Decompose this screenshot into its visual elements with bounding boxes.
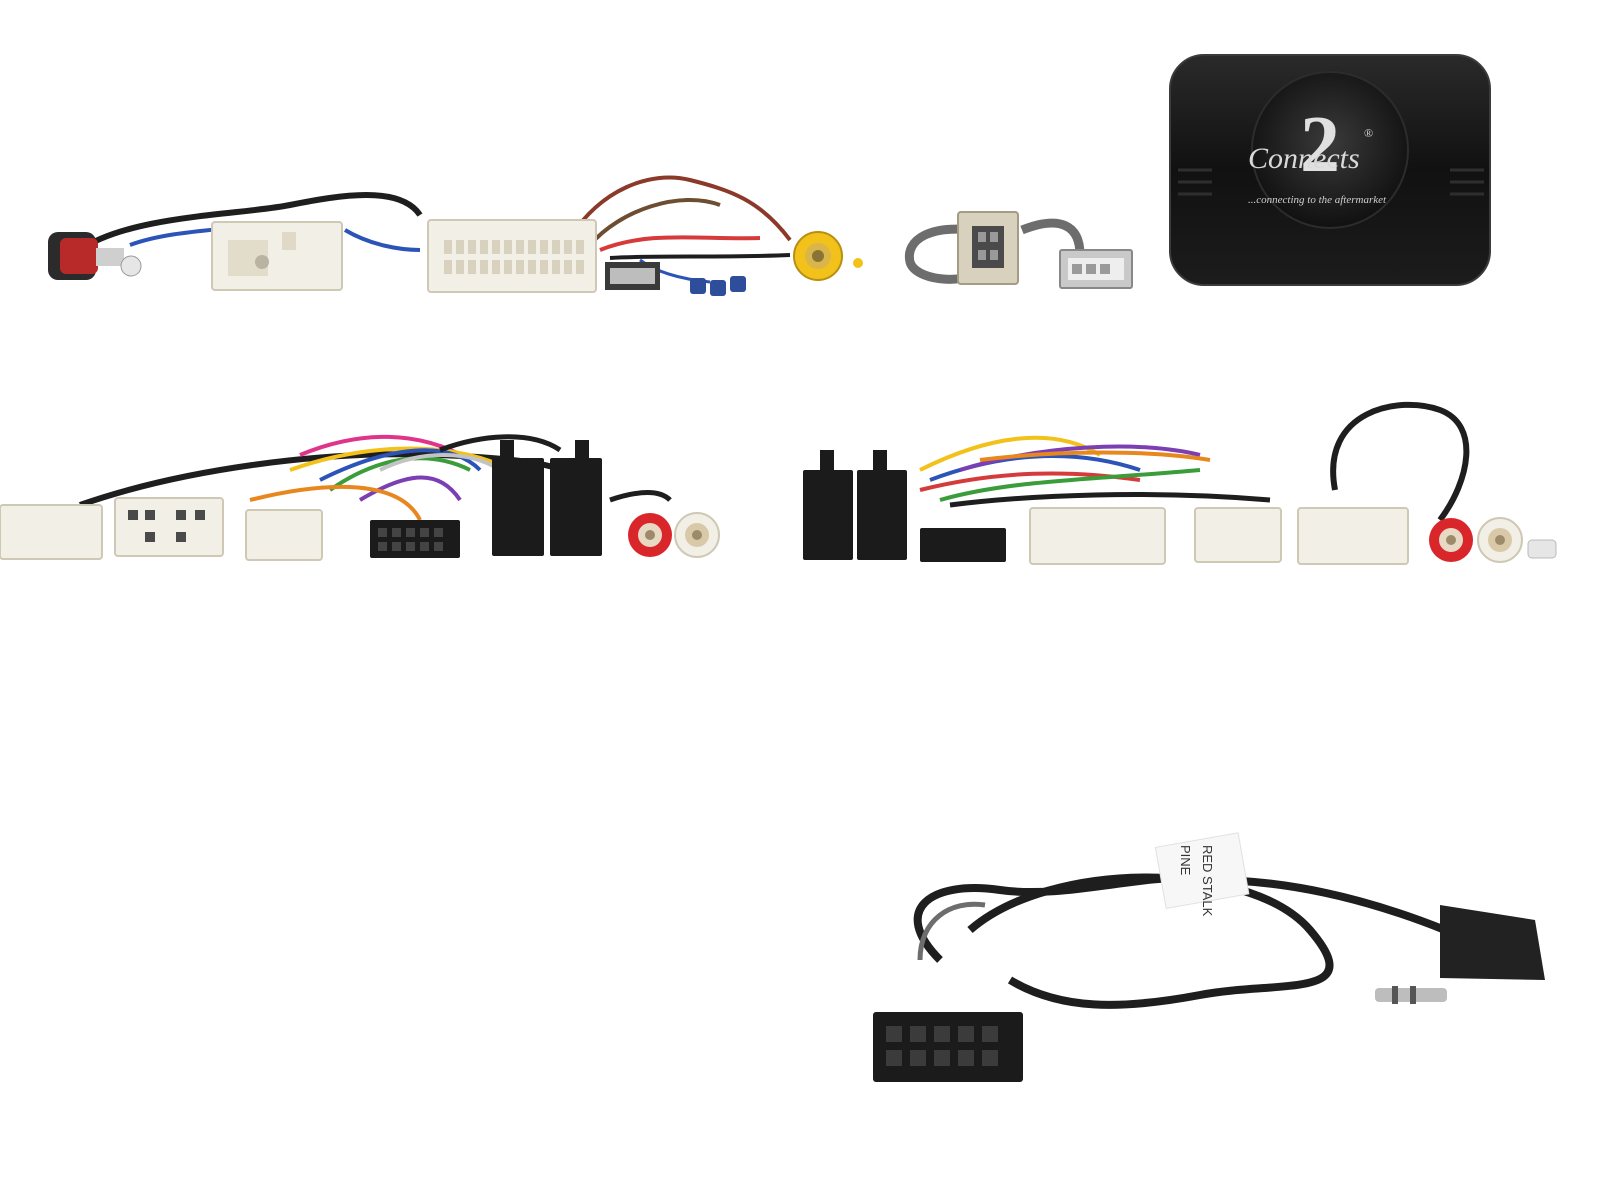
brand-name: Connects [1248, 142, 1360, 175]
patch-lead-label-line2: RED STALK [1200, 845, 1215, 917]
brand-tagline: ...connecting to the aftermarket [1248, 194, 1387, 206]
aerial-adapter-lead [48, 192, 423, 291]
brand-numeral: 2 [1300, 101, 1340, 189]
patch-lead [873, 832, 1545, 1082]
patch-lead-label-line1: PINE [1178, 845, 1193, 876]
interface-box [1169, 54, 1491, 286]
right-iso-harness [803, 401, 1557, 565]
iso-harness-camera-lead [427, 175, 863, 296]
usb-adapter-lead [904, 211, 1133, 289]
left-iso-harness [0, 434, 720, 561]
registered-mark: ® [1364, 126, 1374, 140]
